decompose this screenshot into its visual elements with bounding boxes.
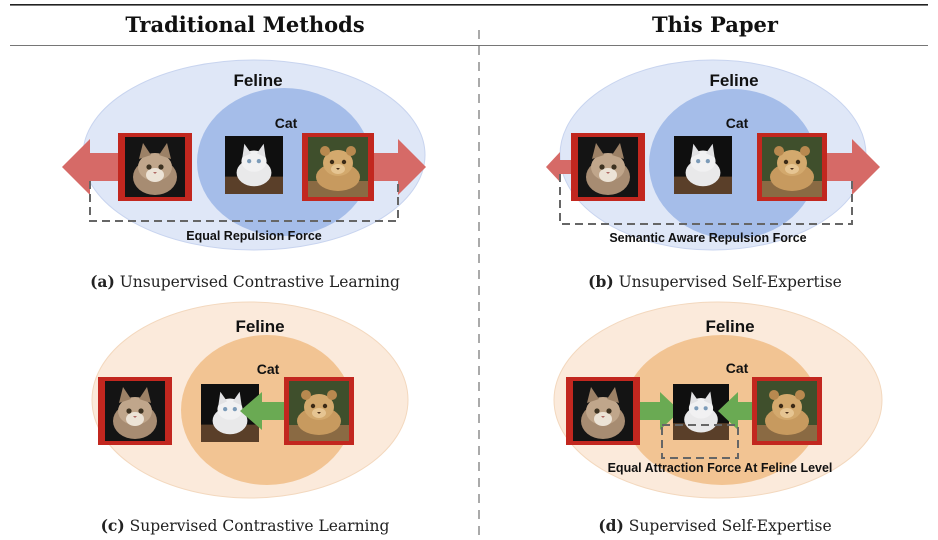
panel-d: Feline Cat Equal Attraction Force At Fel… xyxy=(553,301,883,499)
cat-label: Cat xyxy=(726,360,749,376)
repulsion-arrow-left xyxy=(62,139,118,195)
cat-region xyxy=(649,89,817,239)
caption-text: Unsupervised Contrastive Learning xyxy=(119,273,400,291)
feline-label: Feline xyxy=(235,317,284,336)
tabby-cat-image xyxy=(573,381,633,441)
panel-a: Feline Cat Equal Repulsion Force xyxy=(62,59,426,251)
header-rule xyxy=(10,45,928,46)
repulsion-bracket xyxy=(559,174,853,225)
attraction-arrow-left xyxy=(640,392,680,430)
caption-tag: (c) xyxy=(100,516,125,535)
column-header-traditional: Traditional Methods xyxy=(125,12,365,37)
top-rule xyxy=(10,4,928,6)
caption-b: (b) Unsupervised Self-Expertise xyxy=(500,272,930,291)
panel-c: Feline Cat xyxy=(91,301,409,499)
caption-tag: (a) xyxy=(90,272,115,291)
white-kitten-image xyxy=(225,136,283,194)
lion-cub-image xyxy=(308,137,368,197)
white-kitten-image xyxy=(674,136,732,194)
feline-label: Feline xyxy=(705,317,754,336)
attraction-arrow xyxy=(240,392,292,430)
attraction-arrow-right xyxy=(718,392,756,430)
column-header-this-paper: This Paper xyxy=(652,12,778,37)
repulsion-arrow-right-large xyxy=(826,139,880,195)
tabby-cat-image xyxy=(125,137,185,197)
force-label: Semantic Aware Repulsion Force xyxy=(609,231,806,245)
caption-text: Supervised Contrastive Learning xyxy=(129,517,390,535)
caption-text: Supervised Self-Expertise xyxy=(628,517,832,535)
feline-label: Feline xyxy=(709,71,758,90)
caption-tag: (b) xyxy=(588,272,614,291)
cat-label: Cat xyxy=(275,115,298,131)
repulsion-arrow-right xyxy=(370,139,426,195)
caption-tag: (d) xyxy=(598,516,624,535)
feline-label: Feline xyxy=(233,71,282,90)
caption-text: Unsupervised Self-Expertise xyxy=(618,273,842,291)
lion-cub-image xyxy=(757,381,817,441)
caption-a: (a) Unsupervised Contrastive Learning xyxy=(40,272,450,291)
tabby-cat-image xyxy=(578,137,638,197)
tabby-cat-image xyxy=(105,381,165,441)
cat-label: Cat xyxy=(257,361,280,377)
repulsion-arrow-left-small xyxy=(546,152,572,182)
lion-cub-image xyxy=(762,137,822,197)
force-label: Equal Repulsion Force xyxy=(186,229,321,243)
cat-label: Cat xyxy=(726,115,749,131)
repulsion-bracket xyxy=(89,181,399,222)
attraction-bracket xyxy=(661,424,739,459)
force-label: Equal Attraction Force At Feline Level xyxy=(608,461,833,475)
caption-d: (d) Supervised Self-Expertise xyxy=(500,516,930,535)
caption-c: (c) Supervised Contrastive Learning xyxy=(40,516,450,535)
lion-cub-image xyxy=(289,381,349,441)
panel-b: Feline Cat Semantic Aware Repulsion Forc… xyxy=(546,59,880,251)
